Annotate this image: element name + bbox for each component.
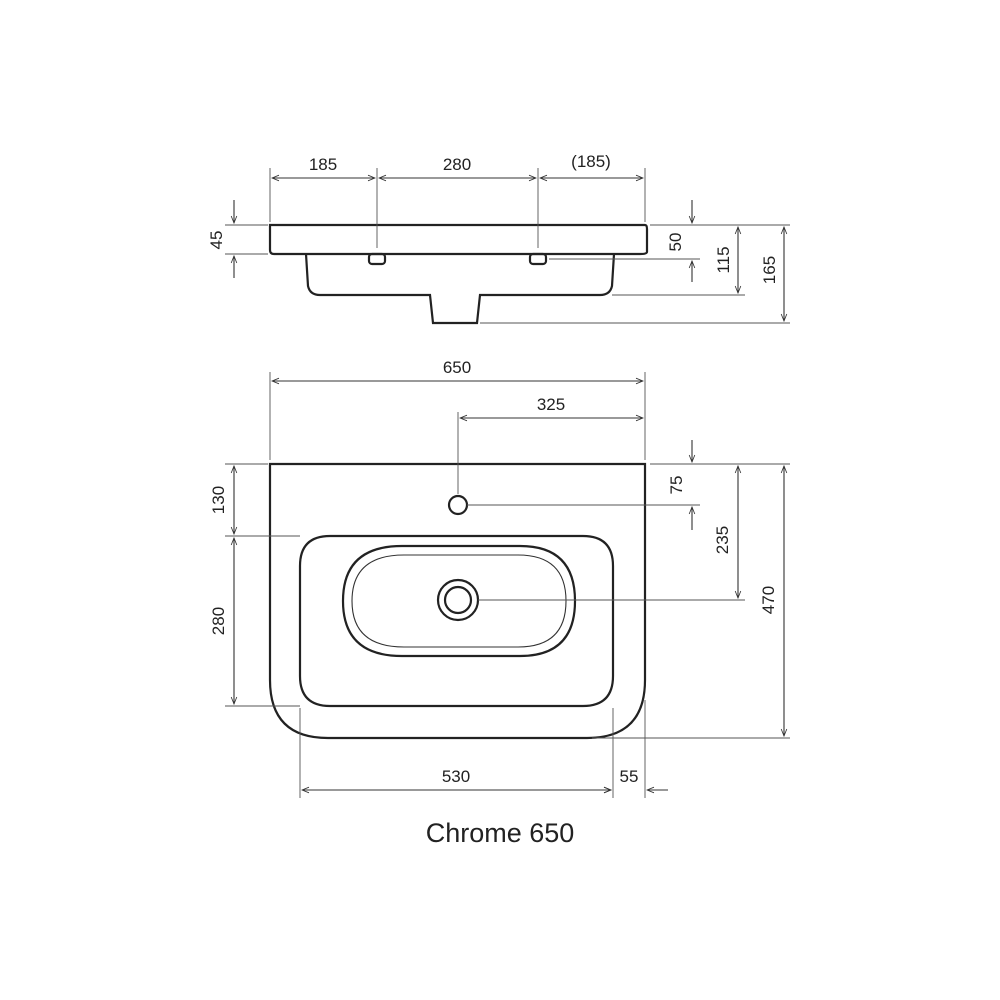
basin-rim <box>298 534 615 708</box>
dim-185-paren: (185) <box>571 152 611 171</box>
product-caption: Chrome 650 <box>425 818 575 848</box>
dim-55: 55 <box>620 767 639 786</box>
dim-325: 325 <box>537 395 565 414</box>
dim-280: 280 <box>443 155 471 174</box>
tap-hole-left <box>367 252 387 266</box>
top-view-outline <box>268 462 647 740</box>
dim-75: 75 <box>667 476 686 495</box>
bowl-outline <box>341 544 577 658</box>
tap-hole-right <box>528 252 548 266</box>
dim-185: 185 <box>309 155 337 174</box>
side-view: 185 280 (185) 45 50 115 165 <box>207 152 790 325</box>
dim-130: 130 <box>209 486 228 514</box>
bowl-inner-outline <box>351 554 567 648</box>
dim-530: 530 <box>442 767 470 786</box>
side-view-bowl <box>304 253 616 325</box>
dim-470: 470 <box>759 586 778 614</box>
top-view: 650 325 130 280 75 235 470 <box>209 358 790 798</box>
dim-165: 165 <box>760 256 779 284</box>
dim-50: 50 <box>666 233 685 252</box>
dim-45: 45 <box>207 231 226 250</box>
drain-inner <box>443 585 473 615</box>
dim-280-left: 280 <box>209 607 228 635</box>
dim-650: 650 <box>443 358 471 377</box>
dim-115: 115 <box>714 246 733 273</box>
side-view-slab <box>268 223 649 256</box>
tap-hole <box>447 494 469 516</box>
dim-235: 235 <box>713 526 732 554</box>
